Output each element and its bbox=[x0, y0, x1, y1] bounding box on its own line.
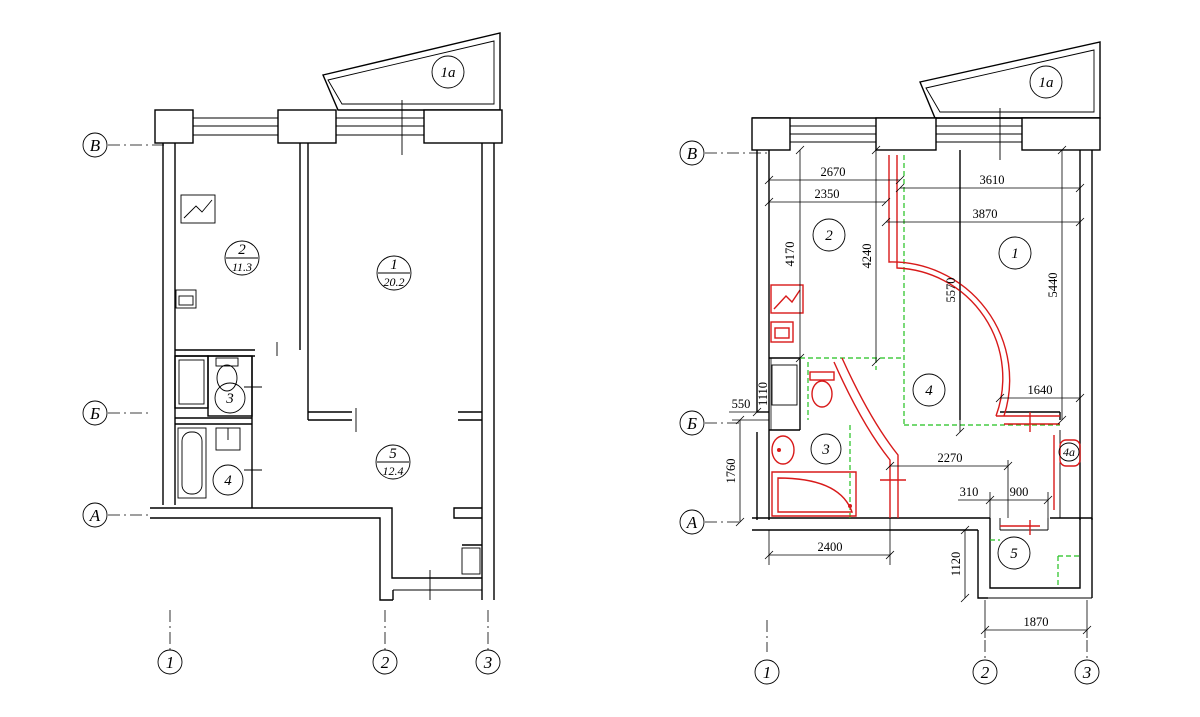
svg-text:4: 4 bbox=[224, 473, 232, 489]
right-new-walls bbox=[833, 155, 1060, 535]
dim-2270: 2270 bbox=[938, 451, 963, 465]
left-room-5-label: 5 12.4 bbox=[375, 444, 411, 480]
svg-text:2: 2 bbox=[238, 242, 246, 258]
left-axis-bubble-v: В bbox=[82, 132, 108, 158]
left-axis-bubble-b: Б bbox=[82, 400, 108, 426]
right-sink-icon bbox=[770, 321, 794, 343]
svg-text:А: А bbox=[686, 513, 698, 532]
svg-text:2: 2 bbox=[981, 663, 990, 682]
right-washbasin-icon bbox=[771, 435, 795, 465]
right-axis-bubble-1: 1 bbox=[754, 659, 780, 685]
dim-3870: 3870 bbox=[973, 207, 998, 221]
left-axis-bubble-1: 1 bbox=[157, 649, 183, 675]
svg-text:Б: Б bbox=[686, 414, 697, 433]
right-room-4-label: 4 bbox=[912, 373, 946, 407]
dim-1110: 1110 bbox=[756, 382, 770, 406]
left-axis-lines bbox=[108, 144, 489, 650]
svg-text:20.2: 20.2 bbox=[384, 275, 405, 289]
svg-text:1: 1 bbox=[390, 257, 398, 273]
svg-text:1а: 1а bbox=[1039, 75, 1054, 91]
svg-text:А: А bbox=[89, 506, 101, 525]
right-room-4a-label: 4а bbox=[1058, 442, 1080, 462]
left-room-2-label: 2 11.3 bbox=[224, 240, 260, 276]
right-axis-bubble-2: 2 bbox=[972, 659, 998, 685]
svg-text:12.4: 12.4 bbox=[383, 464, 404, 478]
right-room-3-label: 3 bbox=[810, 433, 842, 465]
dim-550: 550 bbox=[732, 397, 751, 411]
svg-text:В: В bbox=[90, 136, 101, 155]
dim-2350: 2350 bbox=[815, 187, 840, 201]
svg-text:3: 3 bbox=[225, 391, 234, 407]
right-toilet-icon bbox=[809, 371, 835, 408]
right-balcony bbox=[919, 41, 1101, 119]
left-axis-bubble-3: 3 bbox=[475, 649, 501, 675]
svg-text:2: 2 bbox=[825, 228, 833, 244]
svg-text:1: 1 bbox=[763, 663, 772, 682]
svg-text:5: 5 bbox=[389, 446, 397, 462]
dim-310: 310 bbox=[960, 485, 979, 499]
dim-2670: 2670 bbox=[821, 165, 846, 179]
left-sink-icon bbox=[175, 289, 197, 309]
left-walls bbox=[150, 100, 503, 601]
dim-3610: 3610 bbox=[980, 173, 1005, 187]
left-room-4-label: 4 bbox=[212, 464, 244, 496]
dim-1870: 1870 bbox=[1024, 615, 1049, 629]
left-toilet-icon bbox=[215, 357, 239, 392]
right-axis-bubble-a: А bbox=[679, 509, 705, 535]
svg-text:Б: Б bbox=[89, 404, 100, 423]
svg-text:3: 3 bbox=[483, 653, 493, 672]
svg-text:1: 1 bbox=[166, 653, 175, 672]
dim-2400: 2400 bbox=[818, 540, 843, 554]
svg-text:3: 3 bbox=[821, 442, 830, 458]
right-plan: В Б А 1 2 3 bbox=[679, 41, 1101, 685]
dim-4240: 4240 bbox=[860, 244, 874, 269]
svg-text:4: 4 bbox=[925, 383, 933, 399]
svg-text:3: 3 bbox=[1082, 663, 1092, 682]
right-axis-bubble-3: 3 bbox=[1074, 659, 1100, 685]
left-bathtub-icon bbox=[177, 427, 207, 499]
right-walls bbox=[751, 108, 1101, 599]
left-axis-bubble-2: 2 bbox=[372, 649, 398, 675]
svg-text:В: В bbox=[687, 144, 698, 163]
right-axis-lines bbox=[705, 152, 1088, 660]
right-bathtub-icon bbox=[771, 471, 857, 517]
svg-text:1: 1 bbox=[1011, 246, 1019, 262]
right-room-2-label: 2 bbox=[812, 218, 846, 252]
dim-1640: 1640 bbox=[1028, 383, 1053, 397]
dim-1120: 1120 bbox=[949, 552, 963, 577]
left-washbasin-icon bbox=[215, 427, 241, 451]
right-axis-bubble-v: В bbox=[679, 140, 705, 166]
left-plan: В Б А 1 2 3 bbox=[82, 32, 503, 675]
svg-text:5: 5 bbox=[1010, 546, 1018, 562]
left-room-3-label: 3 bbox=[214, 382, 246, 414]
dim-5570: 5570 bbox=[944, 278, 958, 303]
left-axis-bubble-a: А bbox=[82, 502, 108, 528]
left-room-1a-label: 1а bbox=[431, 55, 465, 89]
dim-1760: 1760 bbox=[724, 459, 738, 484]
right-axis-bubble-b: Б bbox=[679, 410, 705, 436]
svg-text:2: 2 bbox=[381, 653, 390, 672]
dim-4170: 4170 bbox=[783, 242, 797, 267]
right-room-5-label: 5 bbox=[997, 536, 1031, 570]
left-balcony bbox=[322, 32, 501, 111]
svg-text:1а: 1а bbox=[441, 65, 456, 81]
svg-text:4а: 4а bbox=[1063, 445, 1075, 459]
right-room-4a-fixture bbox=[1059, 439, 1081, 467]
right-stove-icon bbox=[770, 284, 804, 314]
left-room-1-label: 1 20.2 bbox=[376, 255, 412, 291]
right-dimension-lines bbox=[729, 145, 1092, 638]
right-room-1-label: 1 bbox=[998, 236, 1032, 270]
right-demolished-walls bbox=[800, 155, 1080, 588]
svg-text:11.3: 11.3 bbox=[232, 260, 252, 274]
right-room-1a-label: 1а bbox=[1029, 65, 1063, 99]
dim-900: 900 bbox=[1010, 485, 1029, 499]
dim-5440: 5440 bbox=[1046, 273, 1060, 298]
left-stove-icon bbox=[180, 194, 216, 224]
right-dimension-labels: 2670 2350 3610 3870 4170 4240 5570 5440 … bbox=[724, 165, 1060, 629]
